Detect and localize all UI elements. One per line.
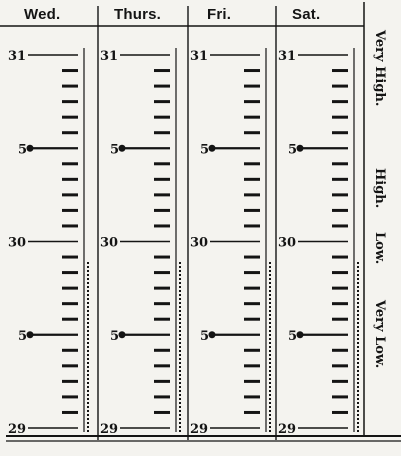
half-label-sat-0: 5 [288, 142, 297, 157]
half-label-thurs-0: 5 [110, 142, 119, 157]
half-dot-sat-1 [296, 331, 304, 339]
major-label-sat-2: 29 [278, 422, 296, 437]
major-label-fri-1: 30 [190, 236, 208, 251]
level-label-very-low: Very Low. [372, 300, 387, 369]
major-label-thurs-2: 29 [100, 422, 118, 437]
half-dot-thurs-0 [118, 144, 126, 152]
half-label-fri-1: 5 [200, 329, 209, 344]
half-label-thurs-1: 5 [110, 329, 119, 344]
level-label-very-high: Very High. [372, 30, 387, 107]
major-label-wed-0: 31 [8, 49, 26, 64]
half-dot-wed-0 [26, 144, 34, 152]
half-dot-fri-0 [208, 144, 216, 152]
day-label-wed: Wed. [24, 6, 61, 23]
major-label-fri-0: 31 [190, 49, 208, 64]
half-label-wed-1: 5 [18, 329, 27, 344]
major-label-thurs-1: 30 [100, 236, 118, 251]
level-label-low: Low. [372, 232, 387, 265]
half-dot-thurs-1 [118, 331, 126, 339]
half-dot-wed-1 [26, 331, 34, 339]
half-label-fri-0: 5 [200, 142, 209, 157]
major-label-sat-1: 30 [278, 236, 296, 251]
major-label-wed-1: 30 [8, 236, 26, 251]
half-dot-sat-0 [296, 144, 304, 152]
major-label-sat-0: 31 [278, 49, 296, 64]
half-label-wed-0: 5 [18, 142, 27, 157]
major-label-fri-2: 29 [190, 422, 208, 437]
level-label-high: High. [372, 168, 387, 209]
day-label-fri: Fri. [207, 6, 232, 23]
major-label-thurs-0: 31 [100, 49, 118, 64]
half-label-sat-1: 5 [288, 329, 297, 344]
half-dot-fri-1 [208, 331, 216, 339]
day-label-sat: Sat. [292, 6, 321, 23]
major-label-wed-2: 29 [8, 422, 26, 437]
day-label-thurs: Thurs. [114, 6, 162, 23]
